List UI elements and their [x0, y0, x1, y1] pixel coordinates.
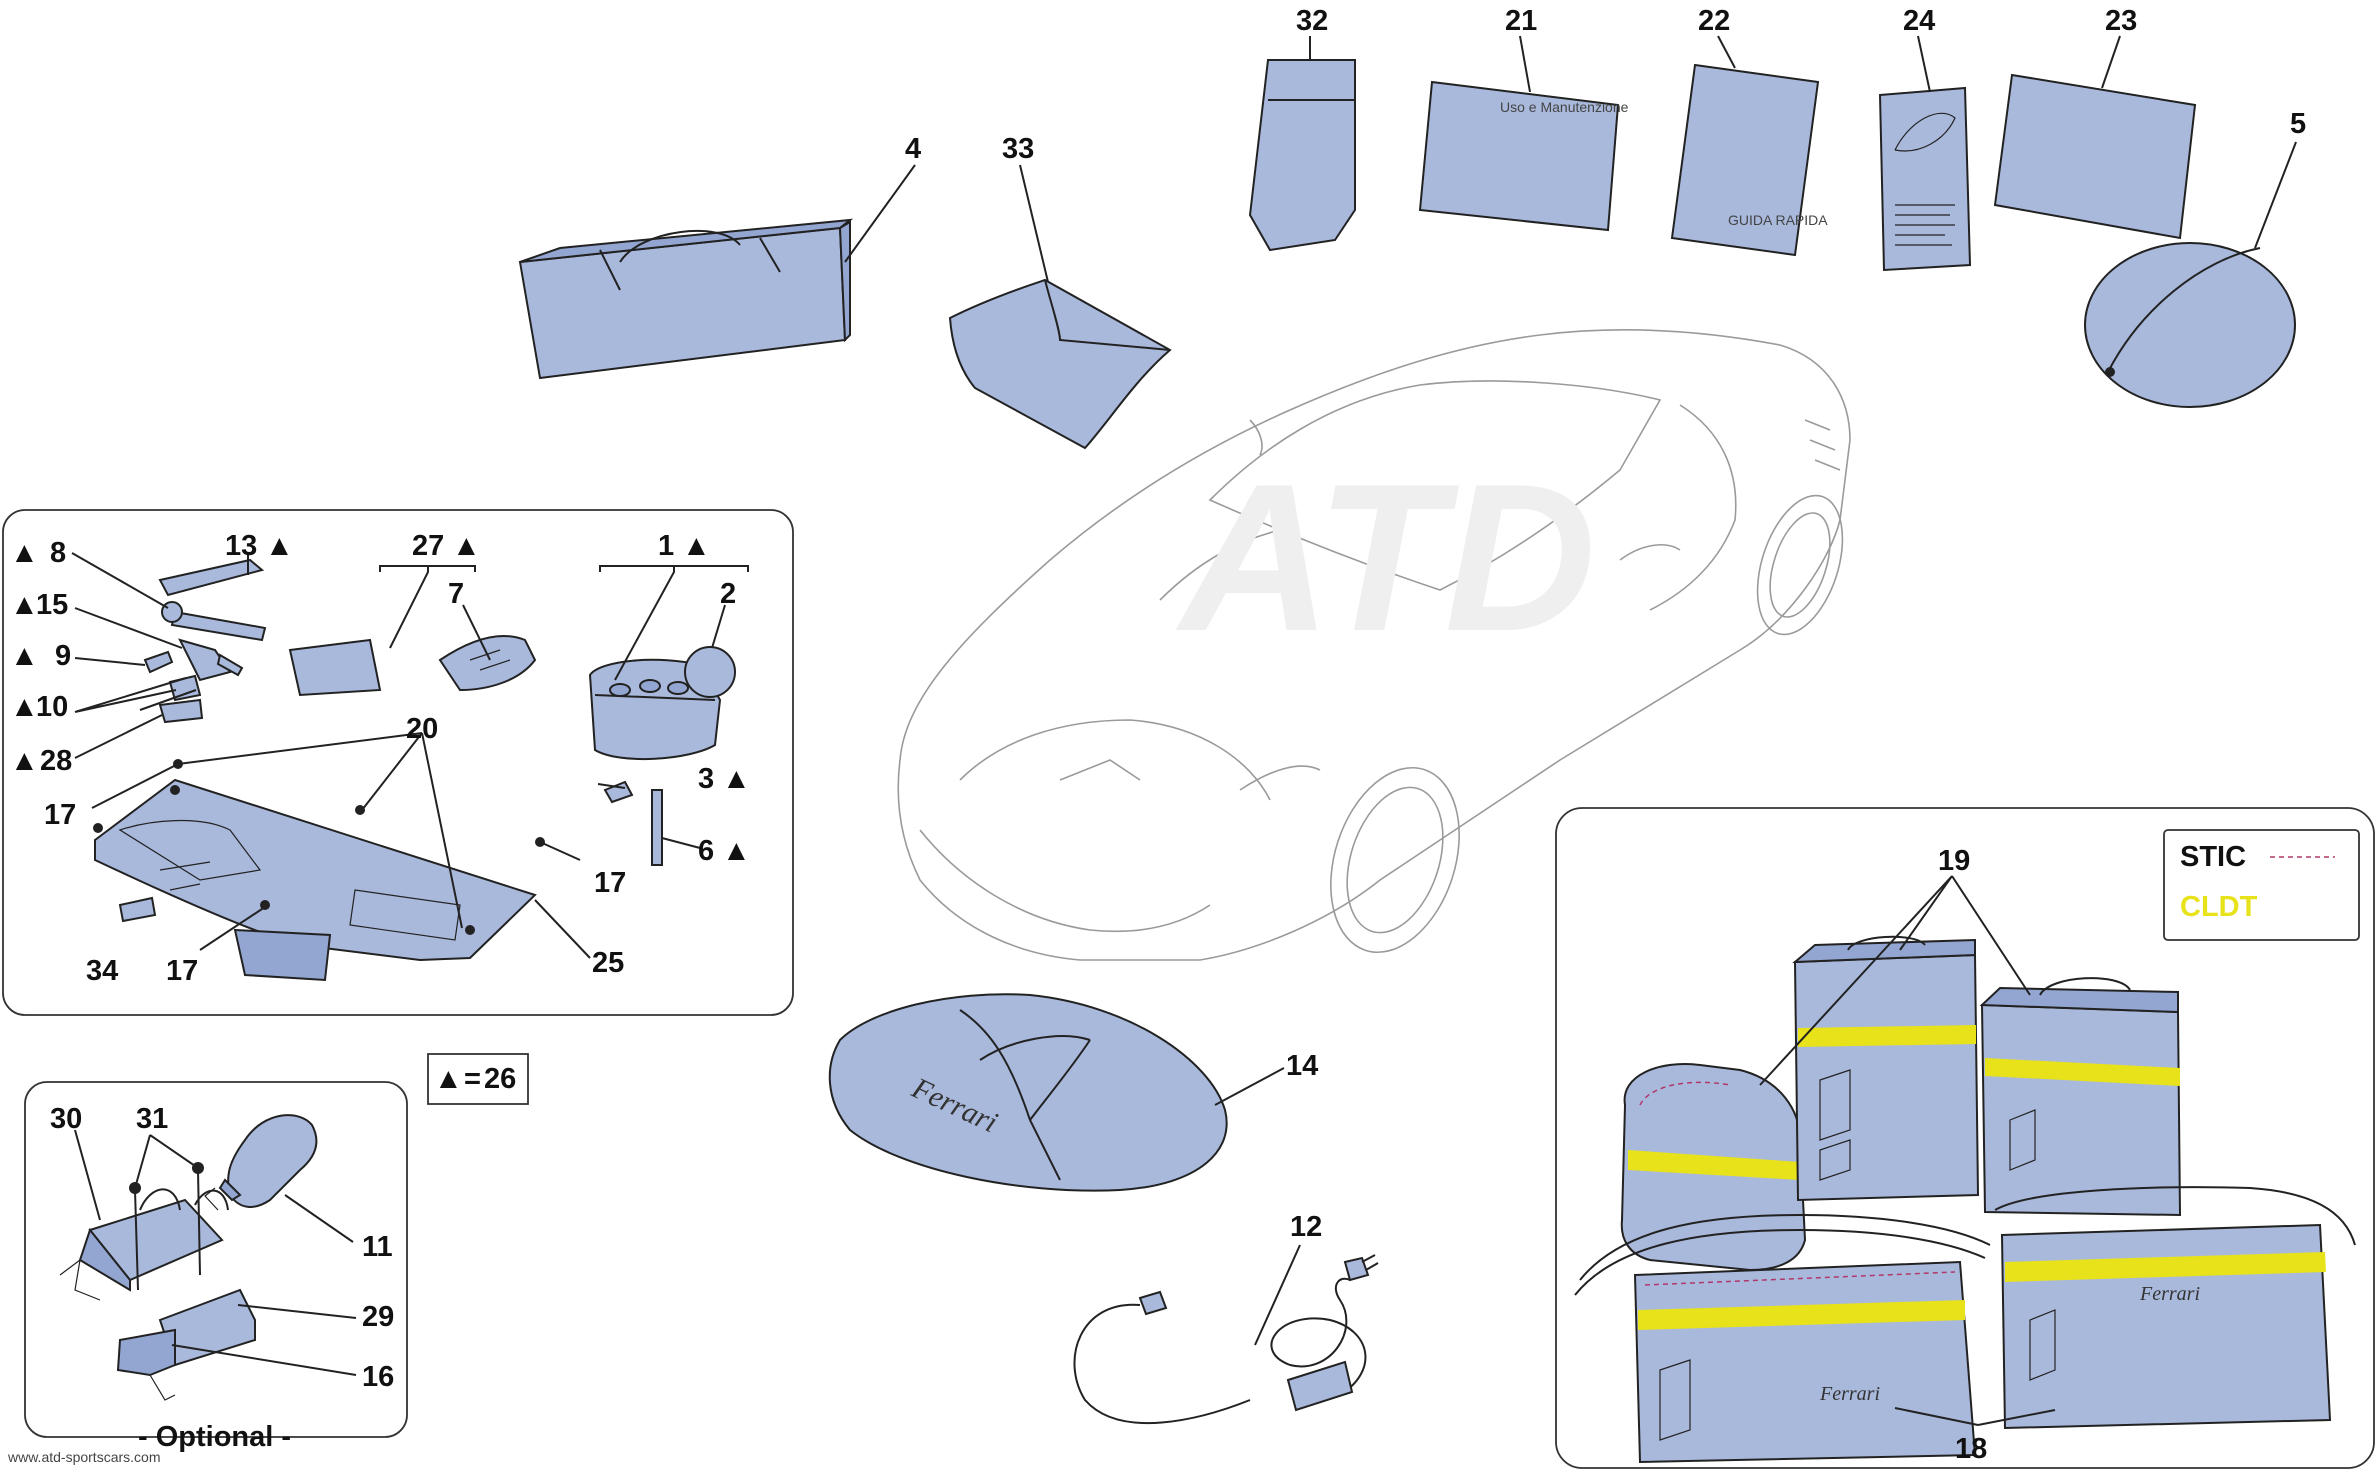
label-13: 13: [225, 530, 257, 562]
label-3: 3: [698, 763, 714, 795]
label-32: 32: [1296, 5, 1328, 37]
legend-triangle-26: ▲ = 26: [427, 1053, 529, 1105]
variant-legend: STIC CLDT: [2163, 829, 2360, 941]
part-33-pouch: 33: [948, 133, 1172, 450]
part-22-manual: GUIDA RAPIDA 22: [1670, 5, 1828, 257]
part-4-toolbag: 4: [518, 133, 921, 380]
label-14: 14: [1286, 1050, 1318, 1082]
label-9: 9: [55, 640, 71, 672]
legend-value: 26: [484, 1063, 516, 1095]
triangle-28: ▲: [10, 745, 39, 777]
label-15: 15: [36, 589, 68, 621]
triangle-9: ▲: [10, 640, 39, 672]
part-12-charger: 12: [1073, 1211, 1379, 1425]
car-outline: ATD: [897, 329, 1851, 961]
label-11: 11: [362, 1231, 393, 1263]
label-6: 6: [698, 835, 714, 867]
triangle-10: ▲: [10, 691, 39, 723]
bag-brand-lower-right: Ferrari: [2139, 1283, 2200, 1305]
label-5: 5: [2290, 108, 2306, 140]
label-30: 30: [50, 1103, 82, 1135]
label-31: 31: [136, 1103, 168, 1135]
label-17-left: 17: [44, 799, 76, 831]
bag-brand-lower-left: Ferrari: [1819, 1383, 1880, 1405]
label-18: 18: [1955, 1433, 1987, 1465]
label-8: 8: [50, 537, 66, 569]
part-5-cover: 5: [2084, 108, 2306, 408]
label-19: 19: [1938, 845, 1970, 877]
watermark-logo: ATD: [1175, 440, 1596, 675]
watermark-url: www.atd-sportscars.com: [7, 1449, 160, 1465]
label-17-bottom: 17: [166, 955, 198, 987]
manual-22-title: GUIDA RAPIDA: [1728, 212, 1828, 228]
optional-label: - Optional -: [138, 1421, 291, 1453]
label-4: 4: [905, 133, 921, 165]
label-20: 20: [406, 713, 438, 745]
label-24: 24: [1903, 5, 1935, 37]
triangle-1: ▲: [682, 530, 711, 562]
label-29: 29: [362, 1301, 394, 1333]
part-21-manual: Uso e Manutenzione 21: [1418, 5, 1629, 232]
label-2: 2: [720, 578, 736, 610]
tool-kit-panel: ▲ 8 13 ▲ 27 ▲ 1 ▲ 2 7 ▲ 15 ▲ 9 ▲ 10 ▲ 28…: [2, 509, 794, 1016]
optional-panel: 30 31 11 29 16 - Optional -: [24, 1081, 408, 1453]
triangle-8: ▲: [10, 537, 39, 569]
manual-21-title: Uso e Manutenzione: [1500, 99, 1629, 115]
legend-cldt-label: CLDT: [2180, 891, 2258, 923]
label-33: 33: [1002, 133, 1034, 165]
legend-triangle: ▲: [434, 1063, 463, 1095]
triangle-27: ▲: [452, 530, 481, 562]
label-23: 23: [2105, 5, 2137, 37]
part-23-booklet: 23: [1993, 5, 2197, 240]
label-17-right: 17: [594, 867, 626, 899]
label-28: 28: [40, 745, 72, 777]
label-22: 22: [1698, 5, 1730, 37]
label-16: 16: [362, 1361, 394, 1393]
triangle-3: ▲: [722, 763, 751, 795]
label-10: 10: [36, 691, 68, 723]
label-25: 25: [592, 947, 624, 979]
legend-stic-label: STIC: [2180, 841, 2246, 873]
luggage-panel: STIC CLDT Ferrari Ferrari: [1555, 807, 2375, 1469]
triangle-6: ▲: [722, 835, 751, 867]
triangle-15: ▲: [10, 589, 39, 621]
label-34: 34: [86, 955, 118, 987]
triangle-13: ▲: [265, 530, 294, 562]
label-27: 27: [412, 530, 444, 562]
part-24-booklet: 24: [1878, 5, 1972, 272]
label-7: 7: [448, 578, 464, 610]
label-1: 1: [658, 530, 674, 562]
legend-eq: =: [464, 1063, 481, 1095]
label-21: 21: [1505, 5, 1537, 37]
part-14-cover-bag: Ferrari 14: [828, 993, 1318, 1192]
part-32-pouch: 32: [1248, 5, 1356, 252]
label-12: 12: [1290, 1211, 1322, 1243]
